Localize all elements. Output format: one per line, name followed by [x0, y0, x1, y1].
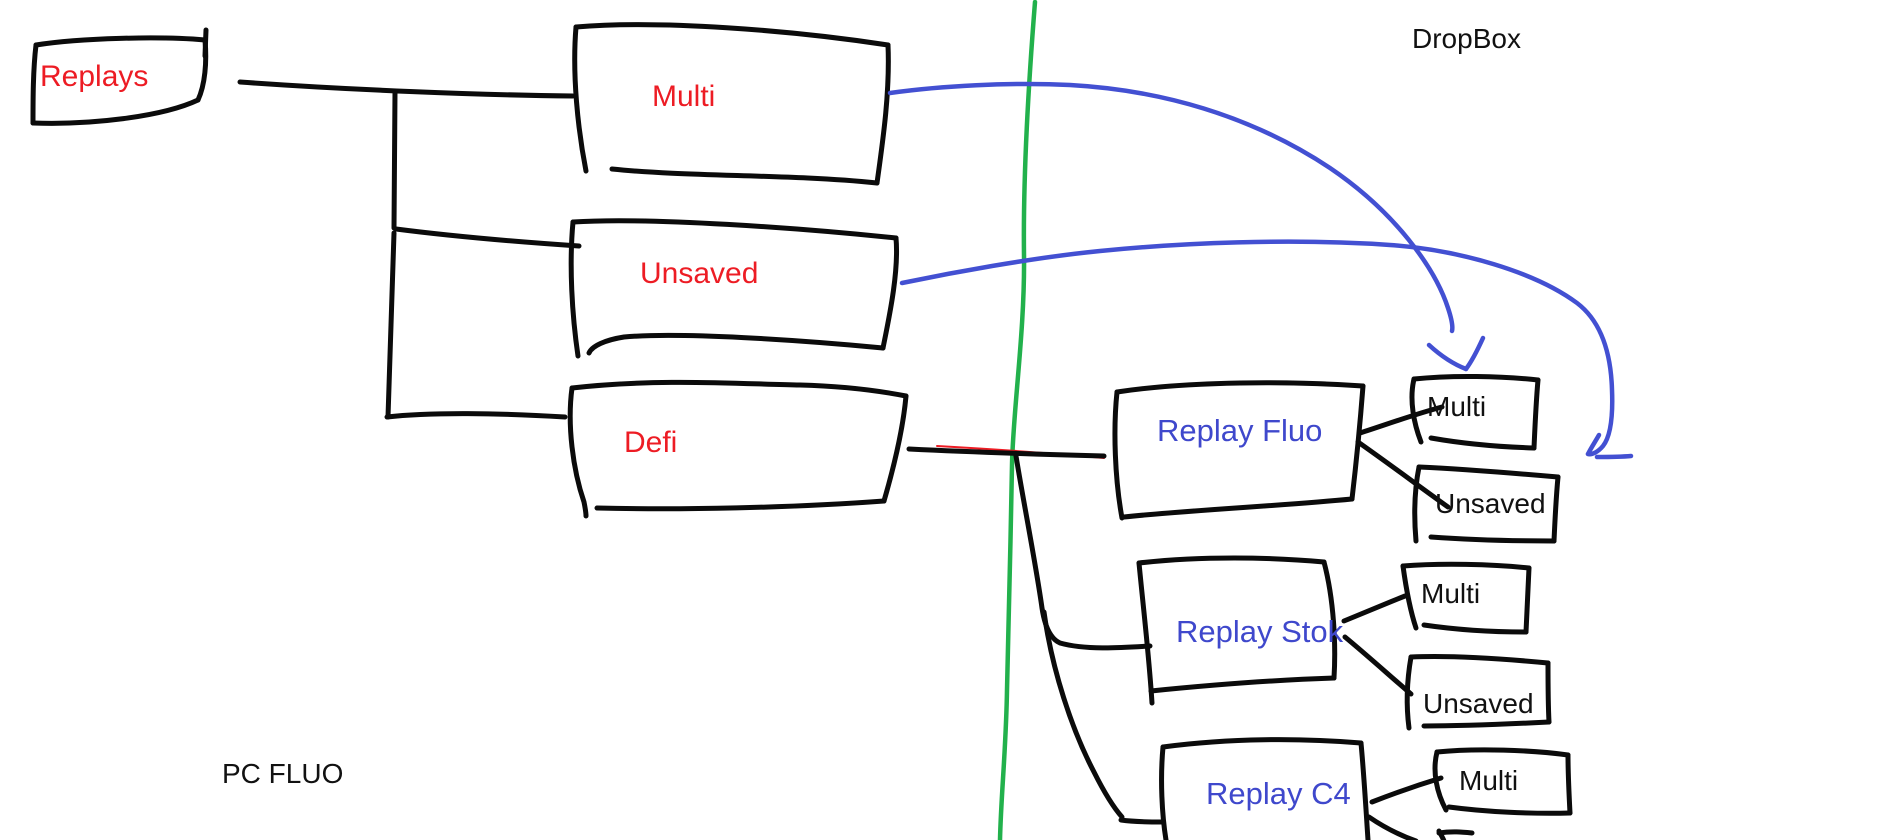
unsaved-sync-arrow	[899, 239, 1634, 460]
replays-box	[30, 27, 209, 126]
multi-sync-arrow	[887, 81, 1486, 372]
replay-c4-label: Replay C4	[1206, 776, 1351, 811]
replays-box-label: Replays	[40, 60, 149, 93]
defi-to-fluo-connector	[906, 445, 1107, 459]
pc-unsaved-box	[568, 218, 900, 359]
dropbox-fluo-unsaved-box	[1412, 464, 1561, 544]
replay-fluo-label: Replay Fluo	[1157, 413, 1323, 448]
replay-stok-box	[1136, 555, 1414, 706]
replay-fluo-box	[1112, 380, 1451, 521]
pc-unsaved-label: Unsaved	[640, 257, 759, 290]
dropbox-c4-multi-box	[1432, 747, 1573, 816]
dropbox-stok-unsaved-label: Unsaved	[1423, 688, 1534, 719]
dropbox-caption: DropBox	[1412, 23, 1521, 54]
left-tree-connectors	[237, 79, 582, 420]
green-divider-line	[997, 0, 1038, 840]
dropbox-fluo-unsaved-label: Unsaved	[1435, 488, 1546, 519]
pc-defi-box	[567, 379, 909, 519]
pc-defi-label: Defi	[624, 426, 678, 459]
dropbox-stok-unsaved-box	[1404, 653, 1552, 731]
replay-stok-label: Replay Stok	[1176, 614, 1344, 649]
pc-fluo-caption: PC FLUO	[222, 758, 344, 789]
dropbox-fluo-multi-label: Multi	[1427, 391, 1487, 422]
pc-multi-box	[572, 22, 891, 186]
dropbox-c4-multi-label: Multi	[1459, 765, 1519, 796]
right-tree-connectors	[1013, 453, 1165, 825]
dropbox-stok-multi-label: Multi	[1421, 578, 1481, 609]
dropbox-stok-multi-box	[1400, 561, 1532, 635]
dropbox-c4-cutoff-box	[1436, 828, 1475, 840]
dropbox-fluo-multi-box	[1409, 373, 1541, 451]
pc-multi-label: Multi	[652, 80, 716, 113]
